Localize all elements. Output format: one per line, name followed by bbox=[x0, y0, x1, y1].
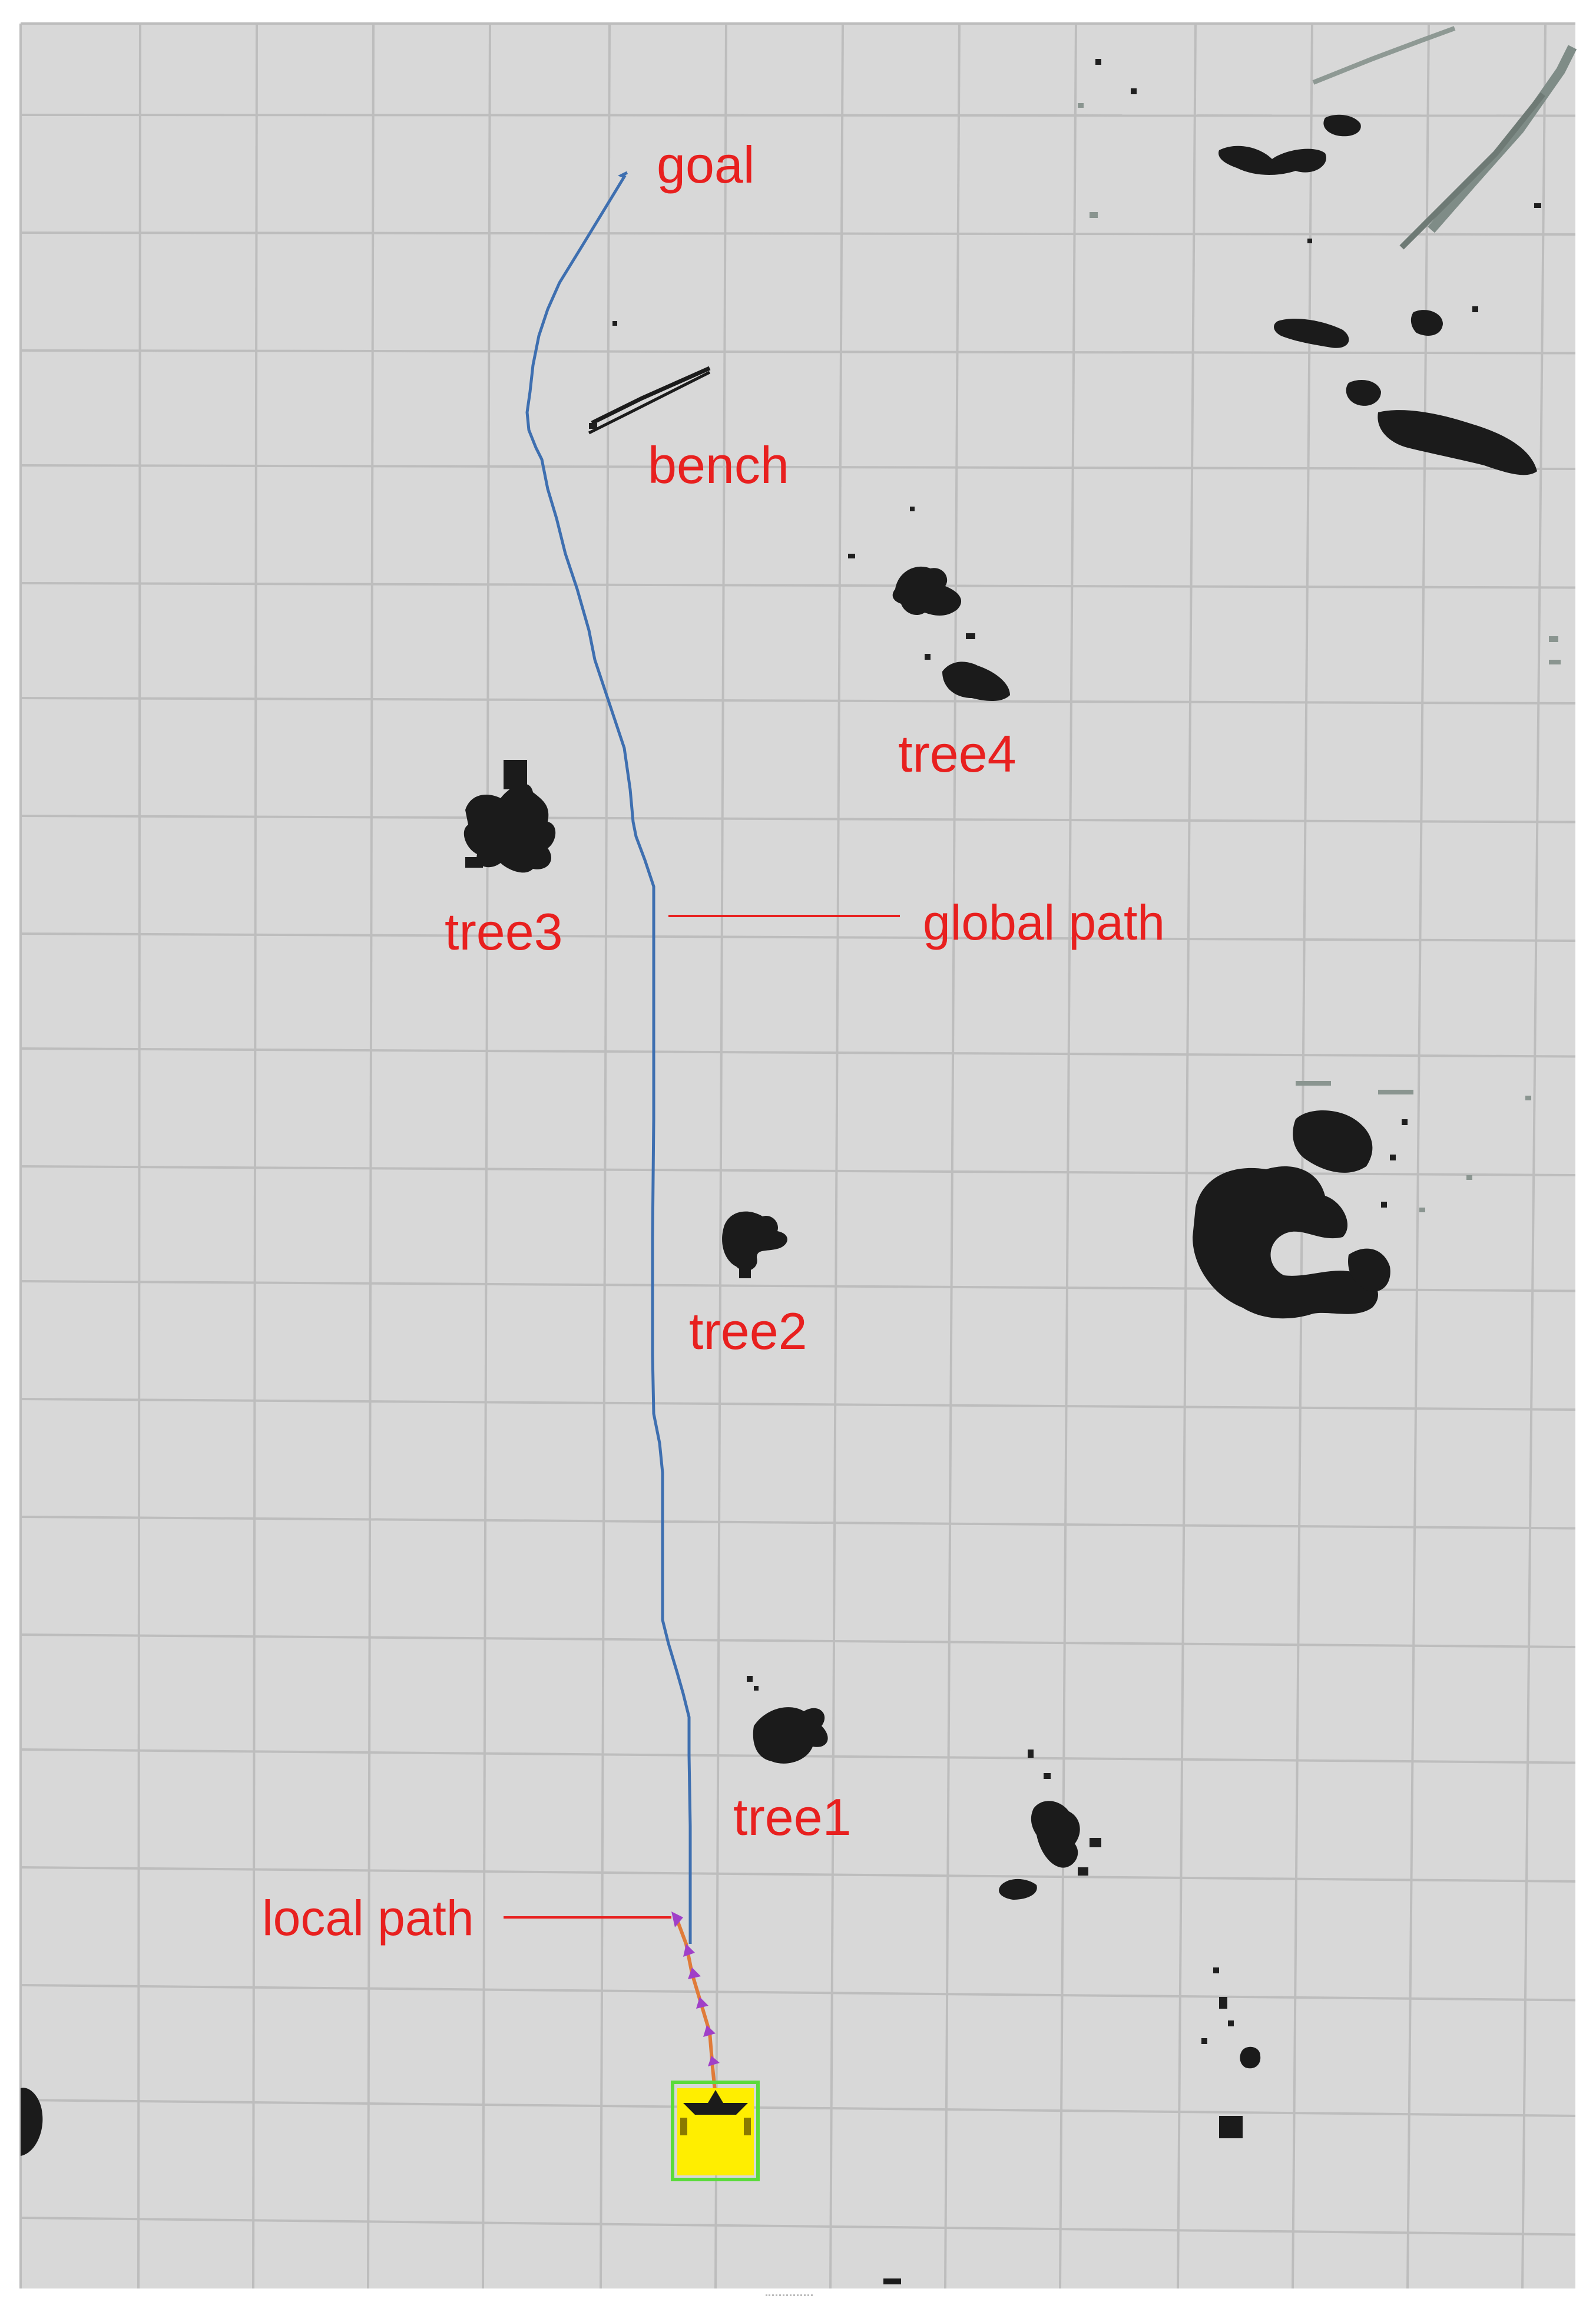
obstacle-top-right bbox=[1218, 26, 1577, 475]
grid-line-vertical bbox=[600, 23, 611, 2289]
tree1-label: tree1 bbox=[733, 1788, 852, 1846]
global-path-label: global path bbox=[923, 895, 1165, 950]
resize-grip-icon[interactable] bbox=[766, 2294, 813, 2300]
grid-line-horizontal bbox=[20, 1398, 1576, 1411]
grid-line-horizontal bbox=[20, 582, 1576, 589]
scan-specks bbox=[1078, 59, 1561, 1212]
local-path-label: local path bbox=[262, 1890, 474, 1946]
grid-line-horizontal bbox=[20, 1165, 1576, 1176]
grid-line-vertical bbox=[1521, 23, 1547, 2289]
robot-wheel-left bbox=[680, 2118, 687, 2135]
tree4-label: tree4 bbox=[898, 725, 1016, 783]
robot-heading-arrow bbox=[708, 2090, 723, 2103]
local-path-arrows bbox=[671, 1911, 720, 2066]
grid-line-horizontal bbox=[20, 231, 1576, 236]
obstacle-tree4 bbox=[848, 507, 1010, 701]
robot-icon bbox=[671, 2081, 760, 2181]
obstacle-large-cluster bbox=[1193, 1110, 1390, 1319]
obstacle-tree2 bbox=[722, 1211, 787, 1278]
grid-line-vertical bbox=[829, 23, 844, 2289]
grid-line-horizontal bbox=[20, 2217, 1576, 2236]
grid-line-horizontal bbox=[20, 1047, 1576, 1058]
robot-footprint bbox=[671, 2081, 760, 2181]
grid-line-vertical bbox=[944, 23, 961, 2289]
map-grid bbox=[19, 22, 1576, 2289]
robot-wheel-right bbox=[744, 2118, 751, 2135]
grid-line-horizontal bbox=[20, 114, 1576, 117]
grid-line-horizontal bbox=[20, 1984, 1576, 2002]
goal-label: goal bbox=[657, 135, 754, 194]
grid-line-horizontal bbox=[20, 1866, 1576, 1883]
grid-line-horizontal bbox=[20, 697, 1576, 705]
grid-line-horizontal bbox=[20, 2099, 1576, 2117]
grid-line-vertical bbox=[252, 23, 258, 2289]
obstacle-bottom-edge bbox=[883, 2278, 901, 2284]
occupancy-obstacles bbox=[21, 26, 1577, 2284]
grid-line-horizontal bbox=[20, 349, 1576, 355]
grid-line-horizontal bbox=[20, 815, 1576, 824]
global-path-line bbox=[525, 171, 692, 1944]
obstacle-left-edge bbox=[21, 2088, 43, 2156]
bench-label: bench bbox=[648, 436, 789, 494]
grid-line-vertical bbox=[367, 23, 375, 2289]
obstacle-lower-right bbox=[1201, 1967, 1261, 2138]
grid-line-horizontal bbox=[20, 932, 1576, 942]
tree3-label: tree3 bbox=[445, 902, 563, 961]
grid-line-vertical bbox=[1406, 23, 1430, 2289]
obstacle-tree3 bbox=[463, 760, 556, 873]
grid-line-vertical bbox=[137, 23, 141, 2289]
obstacle-right-cluster bbox=[999, 1750, 1101, 1900]
grid-line-vertical bbox=[482, 23, 491, 2289]
local-path bbox=[671, 1911, 720, 2098]
grid-line-vertical bbox=[1059, 23, 1077, 2289]
obstacle-bench bbox=[588, 321, 711, 435]
robot-heading-marker bbox=[683, 2103, 748, 2115]
grid-line-vertical bbox=[714, 23, 727, 2289]
grid-line-horizontal bbox=[20, 1516, 1576, 1530]
grid-line-vertical bbox=[1177, 23, 1197, 2289]
grid-line-horizontal bbox=[20, 1633, 1576, 1648]
grid-line-horizontal bbox=[20, 464, 1576, 470]
tree2-label: tree2 bbox=[689, 1302, 807, 1360]
obstacle-tree1 bbox=[747, 1676, 828, 1764]
